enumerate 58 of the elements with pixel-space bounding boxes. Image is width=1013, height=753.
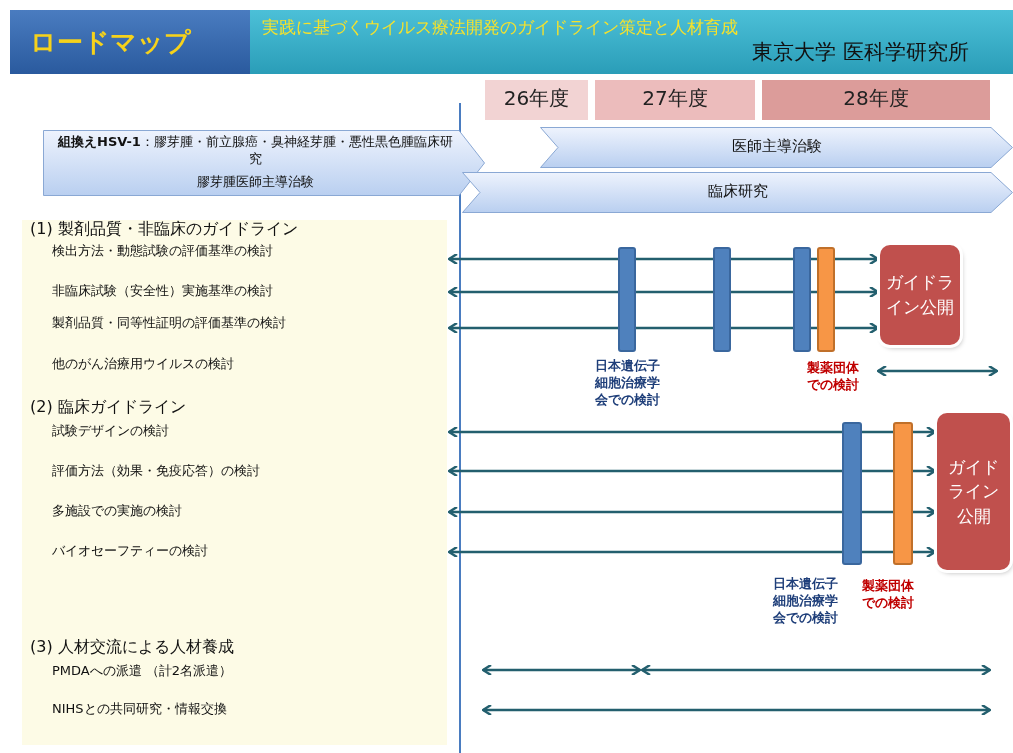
task-text: 評価方法（効果・免疫応答）の検討	[52, 464, 260, 480]
milestone-bar	[817, 247, 835, 352]
task-text: NIHSとの共同研究・情報交換	[52, 702, 227, 718]
title-text: 実践に基づくウイルス療法開発のガイドライン策定と人材育成	[262, 16, 739, 39]
bar-caption: 日本遺伝子細胞治療学会での検討	[771, 576, 839, 627]
year-box	[595, 80, 755, 120]
arrow	[447, 545, 842, 559]
phase-text: 膠芽腫医師主導治験	[196, 174, 315, 191]
task-text: 製剤品質・同等性証明の評価基準の検討	[52, 316, 286, 332]
task-text: バイオセーフティーの検討	[52, 544, 208, 560]
arrow	[835, 252, 880, 266]
year-box	[762, 80, 990, 120]
year-label: 28年度	[842, 87, 910, 110]
year-box	[485, 80, 588, 120]
guideline-label: ガイドライン公開	[947, 455, 1000, 528]
task-text: 検出方法・動態試験の評価基準の検討	[52, 244, 273, 260]
arrow	[913, 464, 937, 478]
arrow	[447, 252, 618, 266]
institute-text: 東京大学 医科学研究所	[752, 40, 969, 65]
milestone-bar	[893, 422, 913, 565]
milestone-bar	[618, 247, 636, 352]
phase-text: 組換えHSV-1：膠芽腫・前立腺癌・臭神経芽腫・悪性黒色腫臨床研究	[56, 134, 454, 168]
milestone-bar	[793, 247, 811, 352]
arrow	[913, 545, 937, 559]
year-label: 26年度	[502, 87, 571, 110]
guideline-label: ガイドライン公開	[885, 271, 955, 319]
phase-text: 臨床研究	[706, 183, 769, 201]
arrow	[447, 285, 618, 299]
chevron-box	[462, 172, 1013, 213]
arrow	[447, 321, 618, 335]
heading-text: ロードマップ	[30, 28, 191, 58]
bar-caption: 日本遺伝子細胞治療学会での検討	[593, 358, 661, 409]
chevron-box	[540, 127, 1013, 168]
guideline-box	[937, 413, 1010, 570]
chevron-box	[43, 130, 485, 196]
section-heading: (3) 人材交流による人材養成	[30, 638, 234, 657]
arrow	[913, 425, 937, 439]
task-text: 非臨床試験（安全性）実施基準の検討	[52, 284, 273, 300]
guideline-box	[880, 245, 960, 345]
task-panel	[22, 220, 447, 745]
arrow	[447, 505, 842, 519]
task-text: PMDAへの派遣 （計2名派遣）	[52, 664, 233, 680]
section-heading: (2) 臨床ガイドライン	[30, 398, 186, 417]
section-heading: (1) 製剤品質・非臨床のガイドライン	[30, 220, 298, 239]
arrow	[835, 321, 880, 335]
task-text: 多施設での実施の検討	[52, 504, 182, 520]
arrow	[913, 505, 937, 519]
milestone-bar	[842, 422, 862, 565]
bar-caption: 製薬団体での検討	[806, 360, 860, 394]
task-text: 他のがん治療用ウイルスの検討	[52, 357, 234, 373]
bar-caption: 製薬団体での検討	[861, 578, 915, 612]
phase-text: 医師主導治験	[730, 138, 823, 156]
milestone-bar	[713, 247, 731, 352]
arrow	[447, 425, 842, 439]
arrow	[447, 464, 842, 478]
year-label: 27年度	[641, 87, 709, 110]
arrow	[835, 285, 880, 299]
task-text: 試験デザインの検討	[52, 424, 169, 440]
